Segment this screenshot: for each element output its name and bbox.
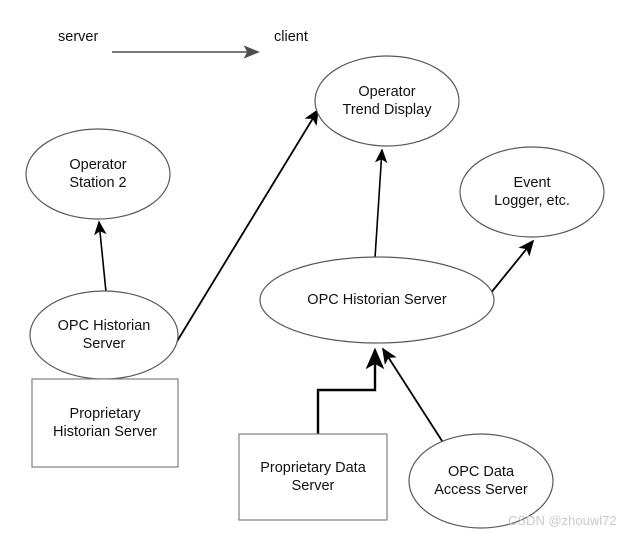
node-proprietary-data-server[interactable] — [238, 433, 388, 521]
connector-data-access-to-historian-center — [382, 347, 445, 445]
node-operator-trend-display[interactable] — [314, 55, 460, 147]
node-event-logger[interactable] — [459, 146, 605, 238]
watermark-text: CSDN @zhouwl72 — [508, 513, 617, 528]
server-label: server — [58, 29, 99, 45]
node-operator-station-2[interactable] — [25, 128, 171, 220]
node-opc-data-access-server[interactable] — [408, 433, 554, 529]
connector-proprietary-data-to-historian-center — [316, 347, 385, 434]
client-label: client — [274, 29, 308, 45]
node-opc-historian-server-center[interactable] — [259, 256, 495, 344]
node-proprietary-historian-server[interactable] — [31, 378, 179, 468]
connector-historian-left-to-trend-display — [175, 108, 319, 344]
connector-historian-left-to-operator-station-2 — [94, 220, 107, 293]
connector-historian-center-to-trend-display — [374, 148, 388, 259]
node-opc-historian-server-left[interactable] — [29, 290, 179, 380]
